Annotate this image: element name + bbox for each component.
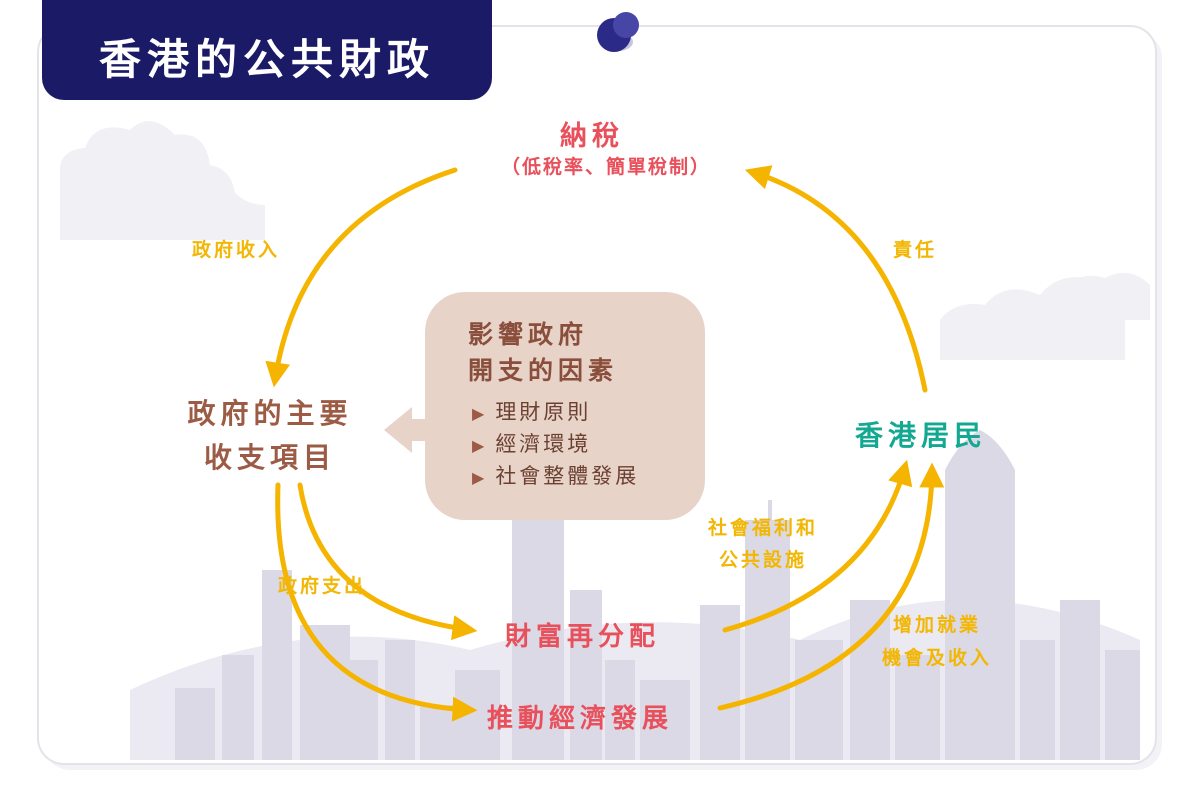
triangle-right-icon: ▶	[472, 436, 488, 455]
pushpin-icon	[597, 12, 639, 52]
factor-item: ▶ 社會整體發展	[472, 460, 639, 490]
factor-item: ▶ 理財原則	[472, 396, 591, 426]
node-redistribution: 財富再分配	[505, 622, 661, 652]
triangle-right-icon: ▶	[472, 404, 488, 423]
factor-item-label: 社會整體發展	[495, 464, 640, 488]
node-tax: 納稅	[560, 121, 624, 152]
title-tab	[42, 0, 492, 100]
arrow-responsibility	[744, 165, 928, 393]
arrow-employment	[717, 462, 945, 711]
edge-responsibility: 責任	[893, 239, 938, 261]
edge-employment-line1: 增加就業	[892, 614, 981, 636]
factor-title-line1: 影響政府	[468, 320, 589, 349]
arrow-economy-in	[275, 482, 478, 722]
node-economy: 推動經濟發展	[487, 704, 674, 734]
edge-welfare-line1: 社會福利和	[707, 517, 818, 539]
page-title: 香港的公共財政	[98, 35, 435, 84]
edge-welfare-line2: 公共設施	[718, 549, 807, 571]
factor-item-label: 經濟環境	[495, 432, 592, 456]
factor-item-label: 理財原則	[495, 400, 592, 424]
cycle-arrows	[265, 165, 945, 722]
arrow-redistribution-in	[297, 482, 478, 641]
edge-employment-line2: 機會及收入	[881, 647, 992, 669]
node-gov-items-line1: 政府的主要	[187, 397, 353, 430]
factor-box	[425, 292, 705, 520]
arrow-revenue	[265, 167, 458, 388]
triangle-right-icon: ▶	[472, 468, 488, 487]
skyline	[130, 430, 1140, 760]
edge-expenditure: 政府支出	[278, 575, 367, 597]
factor-title-line2: 開支的因素	[468, 356, 619, 385]
node-residents: 香港居民	[855, 419, 988, 452]
edge-revenue: 政府收入	[192, 239, 281, 261]
background-clouds	[60, 121, 1150, 360]
arrow-welfare	[722, 459, 913, 633]
node-gov-items-line2: 收支項目	[203, 441, 336, 474]
factor-item: ▶ 經濟環境	[472, 428, 591, 458]
factor-arrow	[384, 407, 432, 453]
node-tax-sublabel: （低稅率、簡單稅制）	[500, 156, 711, 178]
